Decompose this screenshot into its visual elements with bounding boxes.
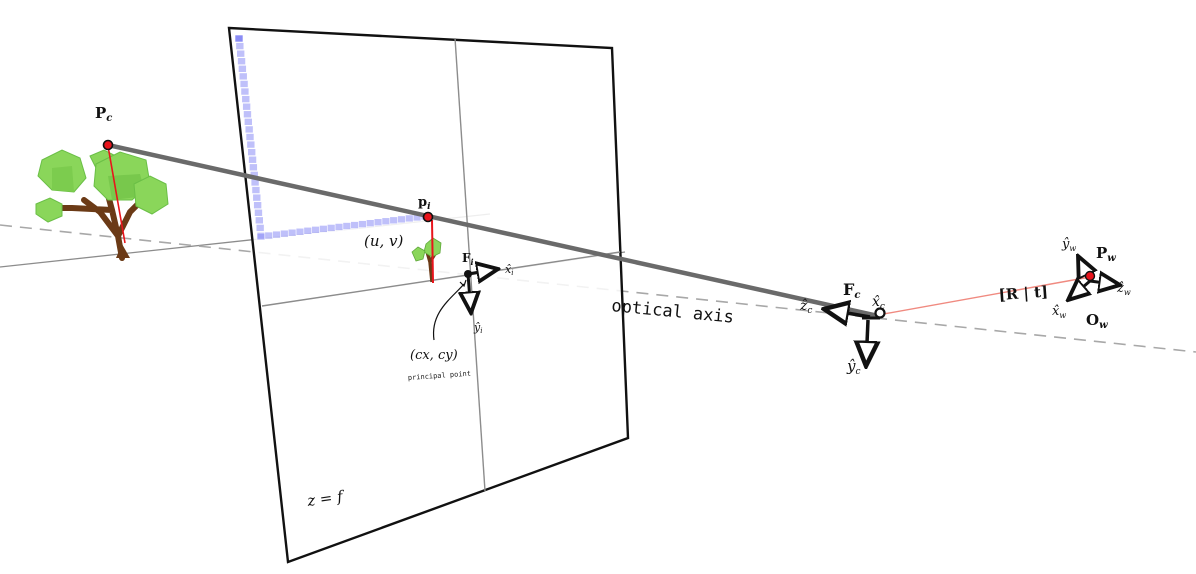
pixel-square	[238, 65, 247, 73]
plane-vertical-axis	[454, 37, 486, 492]
pixel-square	[249, 163, 258, 172]
pixel-square	[342, 222, 352, 230]
label-xc: x̂c	[872, 294, 885, 312]
zw-axis-arrow	[1089, 281, 1120, 285]
pixel-square	[251, 186, 261, 194]
label-yw: ŷw	[1061, 237, 1076, 253]
pixel-square	[254, 208, 263, 217]
pixel-square	[245, 133, 255, 141]
yi-axis-arrow	[468, 273, 471, 313]
pixel-square	[389, 216, 399, 225]
label-xw: x̂w	[1052, 304, 1066, 320]
pixel-square	[381, 217, 391, 226]
world-frame-axes	[1068, 256, 1120, 300]
label-xi: x̂i	[505, 263, 513, 277]
labels: Pc pi (u, v) Fi x̂i ŷi (cx, cy) principa…	[95, 104, 1131, 510]
label-Ow: Ow	[1086, 311, 1108, 331]
principal-point-leader	[432, 283, 465, 341]
pixel-square	[366, 219, 375, 227]
pixel-square	[255, 224, 265, 232]
label-Fi: Fi	[462, 251, 474, 267]
label-principal-coord: (cx, cy)	[410, 348, 458, 363]
pixel-square	[237, 57, 246, 66]
pixel-square	[253, 201, 262, 209]
pixel-row	[256, 212, 430, 241]
pixel-square	[235, 42, 245, 50]
pixel-square	[272, 230, 281, 239]
pixel-square	[311, 226, 320, 234]
label-Rt: [R | t]	[998, 283, 1049, 304]
pixel-square	[247, 148, 256, 156]
pixel-square	[244, 125, 254, 134]
pixel-square	[255, 216, 264, 225]
pixel-square	[303, 226, 313, 235]
projection-ray	[107, 142, 879, 319]
image-frame-axes	[432, 269, 498, 341]
pixel-square	[242, 102, 251, 111]
pixel-square	[405, 214, 414, 223]
pixel-column	[234, 34, 266, 240]
camera-frame-axes	[824, 309, 886, 367]
label-pi: pi	[418, 195, 431, 212]
pixel-square	[319, 225, 328, 233]
image-plane	[227, 26, 630, 564]
tree-object	[35, 145, 169, 261]
label-zc: ẑc	[799, 297, 812, 316]
pixel-square	[256, 232, 266, 241]
xw-axis-arrow	[1068, 281, 1090, 300]
pixel-square	[243, 110, 252, 119]
pixel-square	[236, 49, 245, 58]
label-uv: (u, v)	[364, 232, 404, 250]
pixel-square	[238, 72, 248, 81]
pixel-square	[334, 223, 344, 231]
label-Fc: Fc	[843, 280, 860, 301]
plane-horizontal-axis	[261, 251, 621, 307]
label-yc: ŷc	[846, 357, 861, 377]
pixel-square	[287, 228, 297, 237]
pixel-square	[240, 87, 250, 96]
pixel-square	[397, 215, 406, 224]
pixel-square	[280, 229, 289, 238]
zc-axis-arrow	[824, 309, 871, 317]
pixel-square	[373, 218, 383, 227]
pixel-square	[234, 34, 244, 43]
extrinsic-line	[877, 276, 1091, 316]
pixel-square	[358, 220, 367, 228]
xi-axis-arrow	[467, 269, 498, 274]
projected-tree	[411, 219, 442, 284]
pixel-square	[246, 140, 256, 149]
pixel-square	[248, 155, 257, 164]
Fi-origin	[464, 270, 472, 278]
pixel-square	[264, 231, 274, 240]
pixel-square	[239, 80, 249, 88]
pixel-square	[350, 221, 360, 229]
pixel-square	[241, 95, 251, 103]
label-Pw: Pw	[1096, 244, 1116, 264]
point-Pc	[102, 139, 114, 151]
label-yi: ŷi	[473, 321, 482, 335]
label-Pc: Pc	[95, 104, 112, 124]
yc-axis-arrow	[866, 319, 868, 366]
pixel-square	[244, 118, 253, 126]
label-zw: ẑw	[1116, 281, 1131, 297]
point-Pw	[1084, 270, 1096, 282]
pixel-square	[252, 193, 262, 202]
pixel-square	[295, 227, 305, 236]
point-pi	[422, 211, 434, 223]
pixel-square	[326, 224, 336, 232]
label-z-eq-f: z = f	[305, 487, 346, 510]
